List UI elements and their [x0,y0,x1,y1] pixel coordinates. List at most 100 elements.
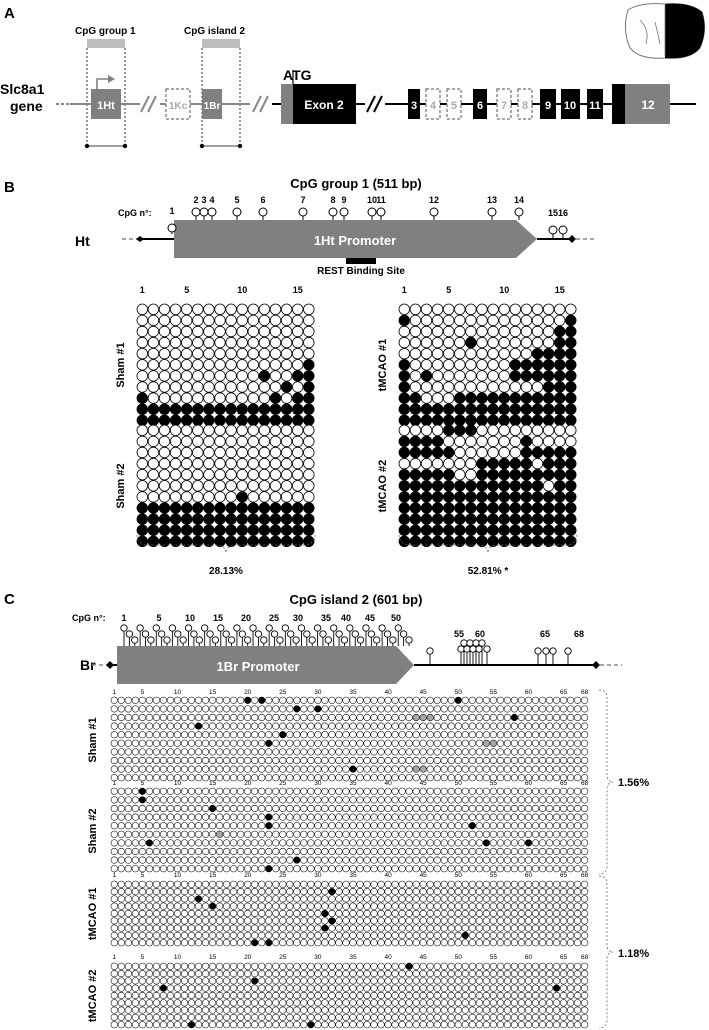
cpg-methylation-circle [531,1021,540,1029]
cpg-methylation-circle [314,1013,322,1021]
cpg-methylation-circle [567,756,575,765]
cpg-methylation-circle [482,756,490,765]
cpg-methylation-circle [412,865,420,873]
cpg-methylation-circle [475,756,483,765]
cpg-methylation-circle [405,796,413,804]
cpg-methylation-circle [286,830,294,838]
panel-letter-b: B [4,179,15,196]
cpg-methylation-circle [230,804,238,813]
cpg-site-lollipop [378,624,386,632]
cpg-methylation-circle [117,739,125,747]
cpg-methylation-circle [230,713,238,722]
cpg-methylation-circle [520,469,533,481]
cpg-methylation-circle [187,787,196,795]
cpg-methylation-circle [335,756,343,765]
cpg-methylation-circle [545,713,554,722]
cpg-site-lollipop [389,636,397,644]
cpg-methylation-circle [303,325,315,338]
cpg-methylation-circle [391,991,399,1000]
cpg-methylation-circle [307,756,315,765]
cpg-methylation-circle [265,774,273,782]
cpg-methylation-circle [461,909,469,918]
cpg-methylation-circle [447,739,455,747]
cpg-methylation-circle [496,962,504,970]
cpg-methylation-circle [321,895,329,903]
matrix-axis-tick: 50 [455,872,463,879]
cpg-methylation-circle [489,822,497,830]
cpg-methylation-circle [216,787,224,795]
cpg-methylation-circle [567,909,575,918]
cpg-methylation-circle [244,970,252,978]
cpg-methylation-circle [363,787,371,795]
cpg-methylation-circle [258,748,266,756]
cpg-methylation-circle [524,909,533,918]
cpg-methylation-circle [158,348,171,360]
cpg-methylation-circle [335,970,343,978]
cpg-methylation-circle [398,513,411,525]
cpg-methylation-circle [158,480,171,492]
cpg-methylation-circle [293,895,301,903]
cpg-methylation-circle [187,902,196,910]
cpg-methylation-circle [482,713,490,722]
cpg-site-number: 20 [241,613,251,623]
cpg-methylation-circle [531,880,540,888]
cpg-methylation-circle [356,813,364,821]
cpg-methylation-circle [538,931,547,939]
cpg-site-lollipop [429,207,439,217]
cpg-methylation-circle [145,765,153,773]
cpg-methylation-circle [166,880,175,888]
cpg-methylation-circle [554,480,566,492]
cpg-methylation-circle [214,336,226,349]
cpg-methylation-circle [265,984,273,992]
cpg-methylation-circle [461,830,469,838]
cpg-methylation-circle [517,970,526,978]
cpg-methylation-circle [286,705,294,713]
cpg-methylation-circle [258,977,266,985]
matrix-axis-tick: 40 [384,954,392,961]
cpg-methylation-circle [272,909,280,918]
cpg-methylation-circle [293,939,301,947]
cpg-methylation-circle [335,813,343,821]
cpg-methylation-circle [538,962,547,970]
cpg-methylation-circle [520,513,533,525]
cpg-methylation-circle [391,722,399,730]
cpg-methylation-circle [552,909,561,918]
cpg-methylation-circle [419,847,427,856]
cpg-methylation-circle [138,713,146,722]
cpg-methylation-circle [482,865,490,873]
cpg-methylation-circle [531,739,540,747]
cpg-methylation-circle [147,491,160,503]
cpg-methylation-circle [147,314,160,327]
cpg-methylation-circle [237,962,245,970]
cpg-methylation-circle [538,924,547,932]
cpg-site-lollipop [475,645,483,653]
cpg-methylation-circle [279,748,287,756]
cpg-site-lollipop [238,630,246,638]
cpg-methylation-circle [581,962,589,970]
cpg-methylation-circle [412,902,420,910]
cpg-methylation-circle [265,931,273,939]
cpg-methylation-circle [194,748,203,756]
cpg-methylation-circle [173,813,182,821]
cpg-methylation-circle [117,856,125,864]
matrix-axis-tick: 10 [499,406,509,416]
cpg-methylation-circle [482,856,490,864]
cpg-methylation-circle [152,830,160,838]
cpg-methylation-circle [247,403,260,415]
cpg-methylation-circle [503,787,511,795]
cpg-methylation-circle [489,813,497,821]
cpg-methylation-circle [300,1013,308,1021]
cpg-site-number: 55 [454,629,464,639]
svg-text:4: 4 [430,100,437,112]
cpg-methylation-circle [314,977,322,985]
cpg-methylation-circle [419,713,427,722]
cpg-methylation-circle [293,931,301,939]
cpg-methylation-circle [244,991,252,1000]
cpg-methylation-circle [225,403,237,415]
cpg-methylation-circle [545,977,554,985]
cpg-methylation-circle [567,705,575,713]
cpg-methylation-circle [552,765,561,773]
cpg-methylation-circle [531,705,540,713]
cpg-methylation-circle [342,847,350,856]
cpg-methylation-circle [520,502,533,514]
